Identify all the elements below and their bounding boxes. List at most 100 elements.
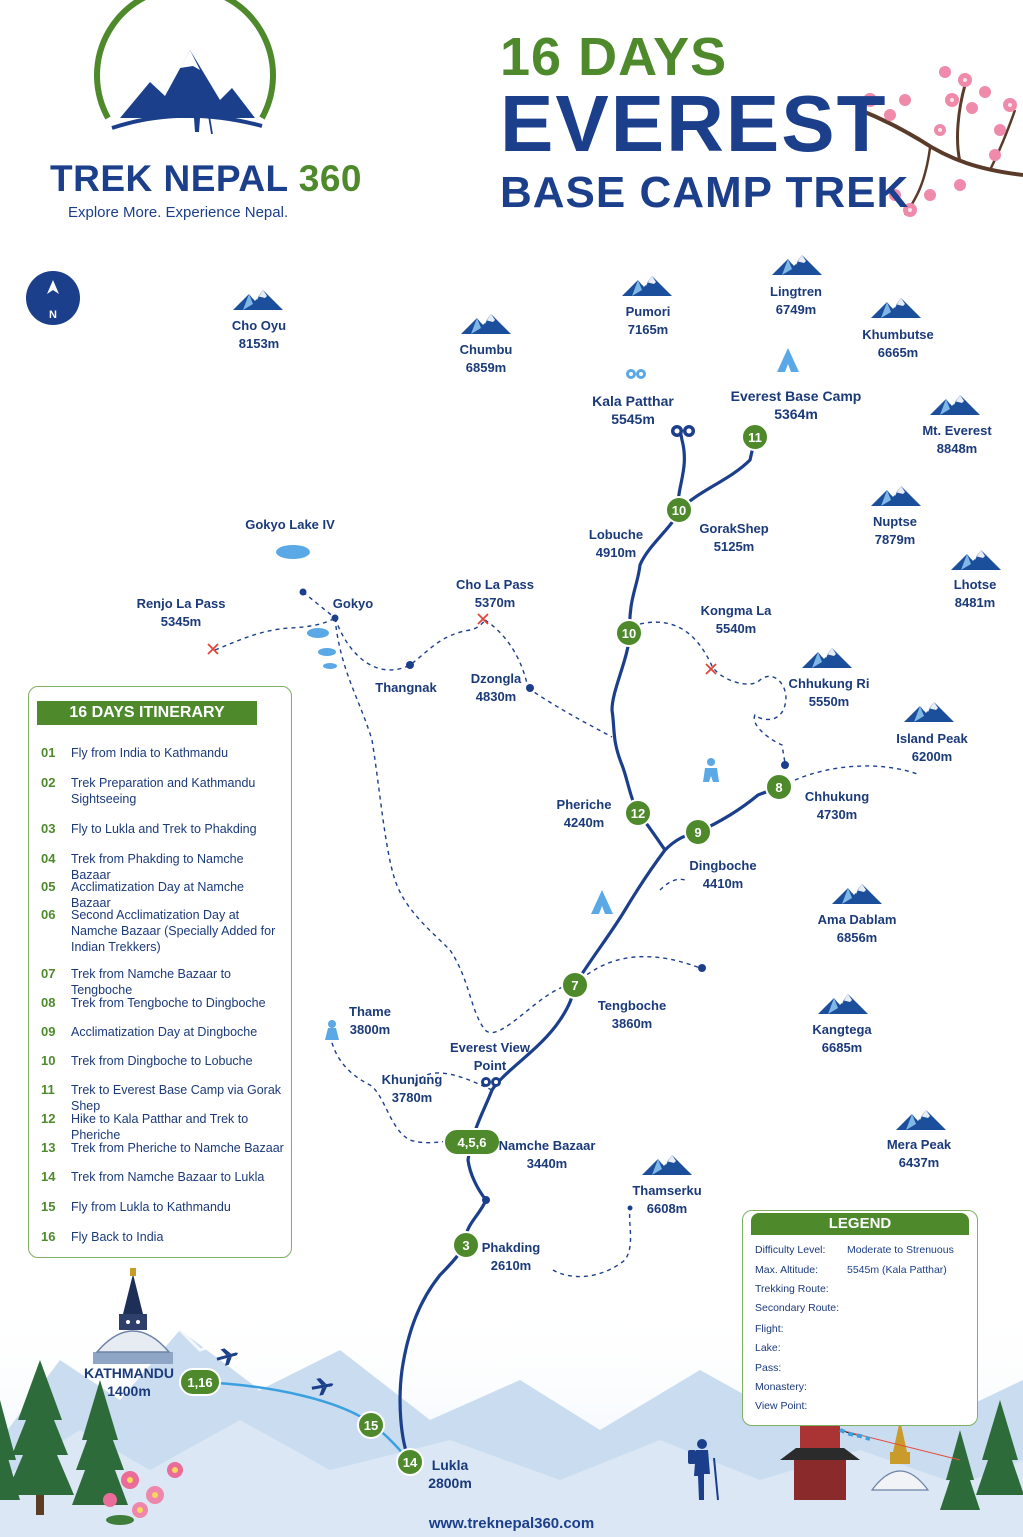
- itinerary-item-text: Trek Preparation and Kathmandu Sightseei…: [71, 776, 256, 806]
- svg-text:9: 9: [694, 825, 701, 840]
- itinerary-item-text: Hike to Kala Patthar and Trek to Pherich…: [71, 1112, 249, 1142]
- peak-icon-chumbu: [461, 314, 511, 334]
- day-node-9: 9: [684, 818, 712, 846]
- day-node-11: 11: [741, 423, 769, 451]
- itinerary-item-number: 11: [41, 1082, 55, 1097]
- itinerary-item-text: Fly from Lukla to Kathmandu: [71, 1200, 231, 1214]
- legend-altitude-value: 5545m (Kala Patthar): [847, 1264, 947, 1276]
- pine-trees-left: [0, 1360, 128, 1515]
- peak-icon-island-peak: [904, 702, 954, 722]
- airplane-icon-2: [311, 1378, 334, 1396]
- itinerary-item-number: 08: [41, 995, 56, 1010]
- day-node-8: 8: [765, 773, 793, 801]
- hiker-icon: [688, 1439, 719, 1501]
- itinerary-item-text: Trek from Phakding to Namche Bazaar: [71, 852, 244, 882]
- peak-icon-cho-oyu: [233, 290, 283, 310]
- brand-logo: [94, 0, 276, 135]
- route-dots: [299, 588, 789, 1211]
- brand-tagline: Explore More. Experience Nepal.: [68, 204, 289, 221]
- svg-text:10: 10: [672, 503, 686, 518]
- airplane-icon-1: [216, 1348, 239, 1366]
- svg-text:10: 10: [622, 626, 636, 641]
- day-node-4-5-6: 4,5,6: [443, 1128, 501, 1156]
- peak-icon-nuptse: [871, 486, 921, 506]
- stupa-icon: [93, 1268, 173, 1364]
- svg-text:4,5,6: 4,5,6: [458, 1135, 487, 1150]
- brand-name-main: TREK NEPAL: [50, 158, 288, 199]
- day-node-10: 10: [615, 619, 643, 647]
- legend-trekking-label: Trekking Route:: [755, 1283, 829, 1295]
- itinerary-item-text: Fly to Lukla and Trek to Phakding: [71, 822, 257, 836]
- itinerary-item-number: 05: [41, 879, 56, 894]
- itinerary-item-text: Trek to Everest Base Camp via Gorak Shep: [71, 1083, 282, 1113]
- compass-label: N: [49, 309, 57, 321]
- itinerary-item-number: 02: [41, 775, 56, 790]
- legend-secondary-label: Secondary Route:: [755, 1302, 840, 1314]
- peak-icon-lhotse: [951, 550, 1001, 570]
- legend-panel: LEGEND Difficulty Level: Moderate to Str…: [742, 1210, 978, 1426]
- svg-text:8: 8: [775, 780, 782, 795]
- svg-text:14: 14: [403, 1455, 418, 1470]
- place-thangnak: Thangnak: [375, 680, 437, 695]
- title-sub: BASE CAMP TREK: [500, 168, 910, 217]
- legend-lake-label: Lake:: [755, 1342, 781, 1354]
- secondary-routes: [214, 591, 921, 1278]
- itinerary-item-number: 03: [41, 821, 56, 836]
- itinerary-item-number: 16: [41, 1229, 56, 1244]
- day-node-15: 15: [357, 1411, 385, 1439]
- pass-markers: [207, 613, 717, 675]
- itinerary-title: 16 DAYS ITINERARY: [37, 701, 257, 725]
- itinerary-item-number: 15: [41, 1199, 56, 1214]
- svg-text:12: 12: [631, 806, 645, 821]
- viewpoint-icon-kala: [671, 425, 695, 437]
- itinerary-item-number: 01: [41, 745, 56, 760]
- viewpoint-icon-kala-small: [626, 369, 646, 379]
- svg-text:3: 3: [462, 1238, 469, 1253]
- itinerary-item-number: 06: [41, 907, 56, 922]
- itinerary-item-number: 12: [41, 1111, 56, 1126]
- peak-icon-pumori: [622, 276, 672, 296]
- peak-icon-chhukung-ri: [802, 648, 852, 668]
- flowers-bottom-left: [103, 1462, 183, 1525]
- place-gokyo: Gokyo: [332, 596, 374, 611]
- itinerary-item-text: Trek from Pheriche to Namche Bazaar: [71, 1141, 284, 1155]
- itinerary-item-text: Trek from Namche Bazaar to Lukla: [71, 1170, 265, 1184]
- legend-altitude-label: Max. Altitude:: [755, 1264, 819, 1276]
- svg-text:1,16: 1,16: [187, 1375, 212, 1390]
- website-url[interactable]: www.treknepal360.com: [428, 1515, 595, 1532]
- itinerary-item-number: 14: [41, 1169, 56, 1184]
- place-gokyo-lake: Gokyo Lake IV: [245, 517, 335, 532]
- day-node-10-lobuche: 10: [665, 496, 693, 524]
- monastery-icon-thame: [325, 1020, 339, 1040]
- day-node-14: 14: [396, 1448, 424, 1476]
- itinerary-item-text: Fly Back to India: [71, 1230, 164, 1244]
- peak-icon-kangtega: [818, 994, 868, 1014]
- climber-icon: [703, 758, 719, 782]
- brand-name: TREK NEPAL 360: [50, 158, 362, 200]
- tent-icon-camp: [591, 890, 613, 914]
- peak-icon-everest: [930, 395, 980, 415]
